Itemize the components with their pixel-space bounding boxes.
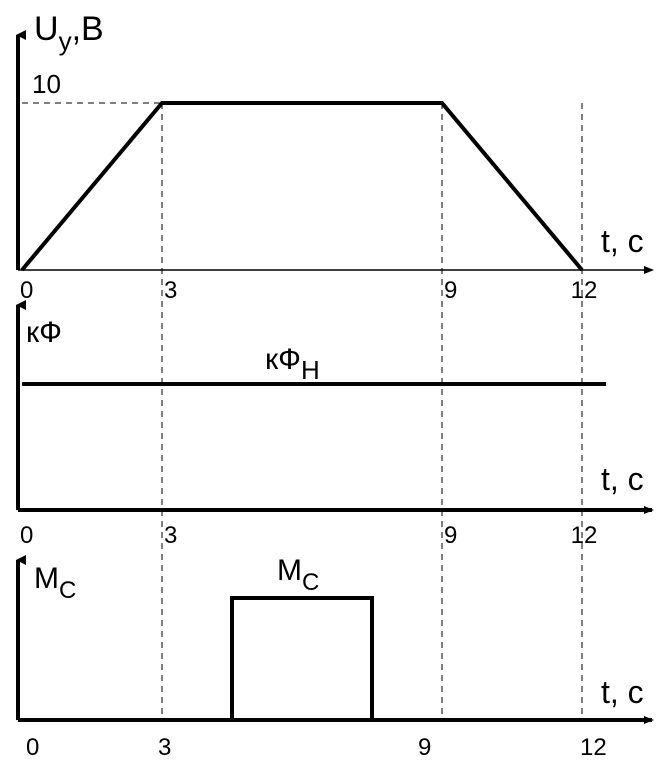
x-tick-label-1-12: 12	[571, 277, 598, 304]
series-voltage-curve	[20, 101, 584, 272]
x-axis-label-1: t, с	[601, 223, 644, 259]
annotation-flux-nominal: кФН	[265, 343, 320, 385]
x-tick-label-3-0: 0	[26, 734, 39, 761]
y-axis-label-1: Uу,В	[34, 10, 104, 56]
x-tick-label-2-12: 12	[571, 522, 598, 549]
y-tick-label-10: 10	[32, 69, 61, 99]
x-tick-label-2-0: 0	[20, 522, 33, 549]
x-tick-label-1-0: 0	[20, 277, 33, 304]
x-tick-label-2-3: 3	[164, 522, 177, 549]
x-tick-label-3-9: 9	[418, 734, 431, 761]
annotation-torque: MС	[277, 554, 319, 596]
y-axis-label-3: MС	[34, 562, 76, 604]
x-tick-label-1-9: 9	[444, 277, 457, 304]
series-torque-pulse	[22, 596, 582, 722]
data-curves	[20, 101, 606, 722]
x-axis-label-3: t, с	[601, 674, 644, 710]
x-tick-label-3-12: 12	[580, 734, 607, 761]
guide-lines	[22, 102, 583, 720]
x-tick-label-3-3: 3	[158, 734, 171, 761]
x-tick-label-2-9: 9	[444, 522, 457, 549]
y-axis-label-2: кФ	[26, 316, 62, 349]
x-tick-label-1-3: 3	[164, 277, 177, 304]
axes	[16, 30, 654, 724]
x-axis-label-2: t, с	[601, 461, 644, 497]
